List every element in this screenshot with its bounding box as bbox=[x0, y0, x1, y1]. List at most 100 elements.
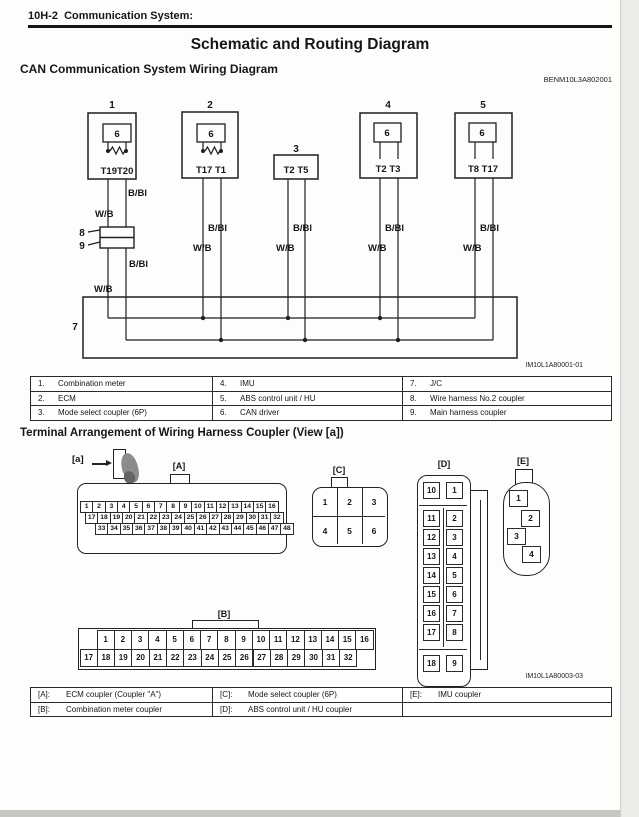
legend-cell: 2.ECM bbox=[31, 391, 213, 405]
wire-color-label: W/B bbox=[368, 243, 387, 254]
terminal-section-title: Terminal Arrangement of Wiring Harness C… bbox=[20, 427, 344, 439]
wire-color-label: W/B bbox=[276, 243, 295, 254]
grid-line bbox=[419, 649, 467, 650]
imu-box bbox=[359, 112, 418, 179]
pin-12: 12 bbox=[286, 630, 305, 650]
pin-20: 20 bbox=[131, 648, 150, 667]
connector-b-bracket bbox=[192, 620, 259, 628]
wire-color-label: W/B bbox=[193, 243, 212, 254]
junction-dots bbox=[106, 149, 401, 343]
pin-9: 9 bbox=[234, 630, 253, 650]
terminals-combination-meter: T19T20 bbox=[101, 166, 134, 177]
page-edge-bottom bbox=[0, 810, 620, 817]
can-driver-label-2: 6 bbox=[208, 129, 213, 140]
can-driver-box-1 bbox=[102, 123, 132, 143]
pin-19: 19 bbox=[114, 648, 133, 667]
pin-30: 30 bbox=[304, 648, 323, 667]
wire-color-label: W/B bbox=[94, 284, 113, 295]
pin-4: 4 bbox=[148, 630, 167, 650]
wire-color-label: B/Bl bbox=[208, 223, 227, 234]
legend-cell: [B]:Combination meter coupler bbox=[31, 702, 213, 716]
component-number-1: 1 bbox=[109, 100, 115, 111]
wiring-schematic: 1 2 3 4 5 7 8 9 6 6 6 6 T19T20 T17 T1 T2… bbox=[72, 100, 518, 359]
pin-4: 4 bbox=[446, 548, 463, 565]
view-a-ref: [a] bbox=[72, 454, 84, 465]
connector-a-label: [A] bbox=[172, 461, 186, 471]
pin-14: 14 bbox=[423, 567, 440, 584]
terminals-abs-hu: T8 T17 bbox=[468, 164, 498, 175]
pin-1: 1 bbox=[446, 482, 463, 499]
pin-10: 10 bbox=[423, 482, 440, 499]
pin-16: 16 bbox=[355, 630, 374, 650]
legend-cell: 5.ABS control unit / HU bbox=[213, 391, 403, 405]
mode-select-coupler-box bbox=[273, 154, 319, 180]
connector-b-label: [B] bbox=[217, 609, 231, 619]
connector-d-label: [D] bbox=[437, 459, 451, 469]
junction-bus-box bbox=[82, 296, 518, 359]
pin-28: 28 bbox=[269, 648, 289, 667]
pin-23: 23 bbox=[183, 648, 202, 667]
pin-17: 17 bbox=[423, 624, 440, 641]
pin-12: 12 bbox=[423, 529, 440, 546]
page-title: Schematic and Routing Diagram bbox=[190, 36, 430, 53]
page-header: 10H-2 Communication System: bbox=[28, 10, 194, 22]
pin-15: 15 bbox=[423, 586, 440, 603]
pin-7: 7 bbox=[200, 630, 219, 650]
connector-d-lock-tab bbox=[470, 490, 488, 670]
pin-13: 13 bbox=[423, 548, 440, 565]
combination-meter-box bbox=[87, 112, 137, 180]
legend-cell: 8.Wire harness No.2 coupler bbox=[410, 393, 525, 403]
legend-row: [B]:Combination meter coupler[D]:ABS con… bbox=[31, 702, 611, 717]
pin-25: 25 bbox=[217, 648, 237, 667]
pin-26: 26 bbox=[235, 648, 254, 667]
pin-6: 6 bbox=[446, 586, 463, 603]
pin-1: 1 bbox=[509, 490, 528, 507]
connector-d-lock-tab-line bbox=[480, 500, 481, 660]
can-driver-label-1: 6 bbox=[114, 129, 119, 140]
legend-cell: 6.CAN driver bbox=[213, 406, 403, 420]
component-number-2: 2 bbox=[207, 100, 213, 111]
pin-18: 18 bbox=[96, 648, 116, 667]
legend-cell: [E]:IMU coupler bbox=[410, 690, 482, 700]
connector-c-label: [C] bbox=[332, 465, 346, 475]
component-number-3: 3 bbox=[293, 144, 299, 155]
wire-color-label: B/Bl bbox=[128, 188, 147, 199]
pin-3: 3 bbox=[371, 497, 377, 507]
pin-14: 14 bbox=[320, 630, 340, 650]
abs-hu-box bbox=[454, 112, 513, 179]
header-rule bbox=[28, 25, 612, 28]
can-driver-box-2 bbox=[196, 123, 226, 143]
pin-1: 1 bbox=[96, 630, 115, 650]
pin-1: 1 bbox=[322, 497, 328, 507]
pin-31: 31 bbox=[321, 648, 340, 667]
terminals-mode-select: T2 T5 bbox=[284, 165, 310, 176]
pin-16: 16 bbox=[265, 500, 279, 513]
pin-15: 15 bbox=[338, 630, 357, 650]
pin-2: 2 bbox=[113, 630, 133, 650]
document-code: BENM10L3A802001 bbox=[543, 75, 612, 84]
pin-4: 4 bbox=[322, 525, 328, 536]
pin-3: 3 bbox=[131, 630, 150, 650]
pin-3: 3 bbox=[446, 529, 463, 546]
pin-2: 2 bbox=[521, 510, 540, 527]
pin-7: 7 bbox=[446, 605, 463, 622]
legend-cell bbox=[403, 703, 611, 717]
pin-16: 16 bbox=[423, 605, 440, 622]
legend-cell: 9.Main harness coupler bbox=[410, 408, 507, 418]
pin-8: 8 bbox=[446, 624, 463, 641]
wire-color-label: B/Bl bbox=[385, 223, 404, 234]
legend-row: [A]:ECM coupler (Coupler "A")[C]:Mode se… bbox=[31, 688, 611, 703]
legend-cell: 4.IMU bbox=[213, 377, 403, 391]
pin-13: 13 bbox=[303, 630, 322, 650]
legend-cell: [C]:Mode select coupler (6P) bbox=[213, 688, 403, 702]
legend-table-couplers: [A]:ECM coupler (Coupler "A")[C]:Mode se… bbox=[30, 687, 612, 717]
can-driver-box-5 bbox=[468, 122, 497, 143]
wire-color-label: B/Bl bbox=[480, 223, 499, 234]
